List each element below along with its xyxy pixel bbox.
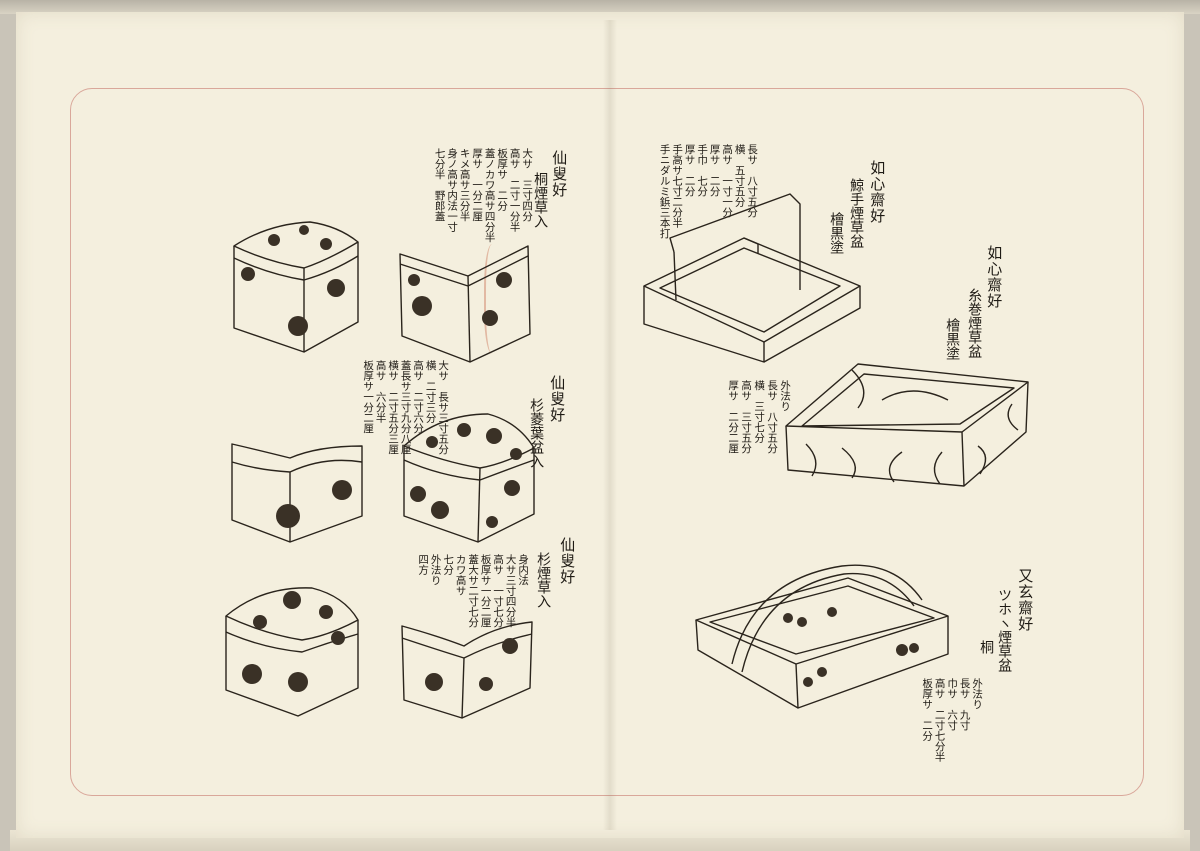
spec-line: 手高サ七寸二分半 xyxy=(671,144,684,228)
spec-line: 巾サ 六寸 xyxy=(946,678,959,731)
item-finish: 檜黒塗 xyxy=(944,318,961,360)
spec-line: 長サ 九寸 xyxy=(958,678,971,731)
page-border-frame xyxy=(70,88,1144,796)
spec-line: 長サ 八寸五分 xyxy=(766,380,779,454)
kiri-box-open-illustration xyxy=(399,245,531,363)
item-title: 如心齋好 xyxy=(868,160,887,224)
sugi-box-3-open-illustration xyxy=(401,621,533,719)
book-spread xyxy=(16,12,1184,838)
spec-line: 四方 xyxy=(417,554,430,575)
spec-line: 厚サ 二分 xyxy=(708,144,721,197)
item-name: 糸巻煙草盆 xyxy=(966,288,983,358)
spec-line: 厚サ 一分二厘 xyxy=(471,148,484,222)
spec-line: 大サ 三寸四分 xyxy=(521,148,534,222)
spec-line: 大サ 長サ三寸五分 xyxy=(437,360,450,455)
item-finish: 桐 xyxy=(978,640,995,654)
spec-line: キメ高サ三分半 xyxy=(458,148,471,222)
spec-line: 横 三寸七分 xyxy=(753,380,766,443)
spec-line: 厚サ 二分 xyxy=(683,144,696,197)
item-title: 如心齋好 xyxy=(985,245,1004,309)
item-name: 鯨手煙草盆 xyxy=(848,178,865,248)
spec-line: 横 二寸三分 xyxy=(424,360,437,423)
spec-line: 板厚サ 二分 xyxy=(921,678,934,741)
item-name: 杉菱葉盆入 xyxy=(528,398,545,468)
red-ink-mark xyxy=(484,244,504,354)
tsubo-tobacco-tray-illustration xyxy=(695,564,949,709)
item-name: 桐煙草入 xyxy=(532,172,549,228)
spec-line: 高サ 二寸一分半 xyxy=(508,148,521,232)
item-title: 仙叟好 xyxy=(558,537,577,585)
sugi-box-closed-illustration xyxy=(403,413,535,543)
item-name: ツホヽ煙草盆 xyxy=(996,588,1013,672)
spec-line: 板厚サ 二分 xyxy=(496,148,509,211)
spec-line: 身内法 xyxy=(517,554,530,586)
sugi-box-3-closed-illustration xyxy=(225,587,359,717)
spec-line: 高サ 一寸七分 xyxy=(492,554,505,628)
spec-line: 七分半 野郎蓋 xyxy=(433,148,446,222)
item-title: 仙叟好 xyxy=(548,375,567,423)
book-gutter xyxy=(603,20,617,830)
kiri-box-closed-illustration xyxy=(233,221,359,353)
item-title: 又玄齋好 xyxy=(1016,568,1035,632)
spec-line: 手ニダルミ鋲三本打 xyxy=(658,144,671,239)
spec-line: 蓋長サ三寸九分八厘 xyxy=(399,360,412,455)
spec-line: 高サ 二寸七分半 xyxy=(933,678,946,762)
spec-line: 外法り xyxy=(429,554,442,586)
spec-line: 高サ 一寸一分 xyxy=(721,144,734,218)
spec-line: 高サ 六分半 xyxy=(374,360,387,423)
spec-line: 横 五寸五分 xyxy=(733,144,746,207)
spec-line: 板厚サ一分二厘 xyxy=(479,554,492,628)
kujira-te-tobacco-tray-illustration xyxy=(643,193,861,363)
item-title: 仙叟好 xyxy=(550,150,569,198)
sugi-box-open-illustration xyxy=(231,443,363,543)
spec-line: 高サ 二寸六分 xyxy=(412,360,425,434)
spec-line: 高サ 三寸五分 xyxy=(740,380,753,454)
spec-line: 身ノ高サ内法一寸 xyxy=(446,148,459,232)
spec-line: 板厚サ一分二厘 xyxy=(362,360,375,434)
spec-line: 手巾 七分 xyxy=(696,144,709,197)
spec-line: 大サ三寸四分半 xyxy=(504,554,517,628)
spec-line: 長サ 八寸五分 xyxy=(746,144,759,218)
spec-line: カワ高サ xyxy=(454,554,467,596)
spec-line: 厚サ 二分二厘 xyxy=(727,380,740,454)
item-name: 杉煙草入 xyxy=(535,552,552,608)
itomaki-tobacco-tray-illustration xyxy=(785,363,1029,487)
spec-line: 外法り xyxy=(779,380,792,412)
item-finish: 檜黒塗 xyxy=(828,212,845,254)
spec-line: 外法り xyxy=(971,678,984,710)
book-top-edge xyxy=(0,0,1200,14)
spec-line: 七分 xyxy=(442,554,455,575)
spec-line: 横サ 二寸五分三厘 xyxy=(387,360,400,455)
spec-line: 蓋大サ二寸七分 xyxy=(467,554,480,628)
spec-line: 蓋ノカワ高サ四分半 xyxy=(483,148,496,243)
